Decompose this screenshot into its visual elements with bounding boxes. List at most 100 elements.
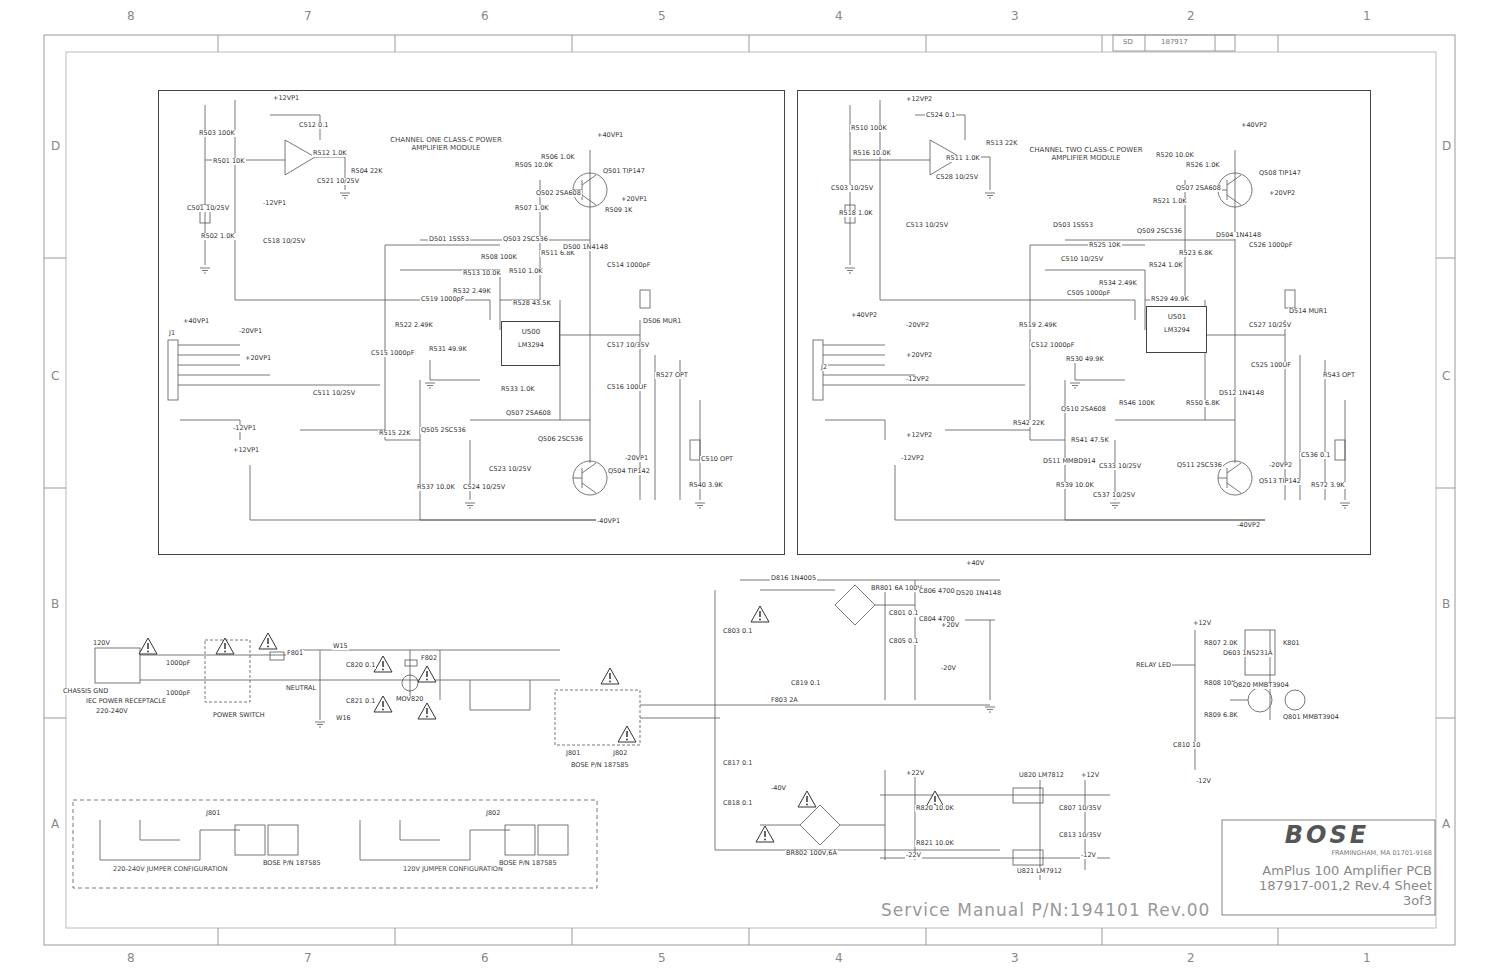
part-label: J1: [168, 330, 176, 337]
schematic-line: [601, 668, 619, 684]
part-label: C524 0.1: [925, 112, 956, 119]
part-label: R543 OPT: [1322, 372, 1356, 379]
part-label: C536 0.1: [1300, 452, 1331, 459]
grid-reference: D: [50, 140, 61, 153]
grid-reference: 5: [657, 952, 667, 965]
schematic-line: [44, 35, 1455, 945]
part-label: C821 0.1: [345, 698, 376, 705]
schematic-line: [374, 656, 392, 672]
schematic-line: [1013, 788, 1043, 803]
part-label: R524 1.0K: [1148, 262, 1184, 269]
part-label: -20VP1: [624, 455, 649, 462]
part-label: R530 49.9K: [1065, 356, 1105, 363]
part-label: +12VP1: [232, 447, 260, 454]
part-label: C526 1000pF: [1248, 242, 1293, 249]
grid-reference: 1: [1362, 952, 1372, 965]
part-label: R807 2.0K: [1203, 640, 1239, 647]
schematic-line: [1013, 850, 1043, 865]
part-label: C517 10/35V: [606, 342, 650, 349]
grid-reference: 8: [126, 952, 136, 965]
part-label: R509 1K: [604, 207, 633, 214]
part-label: R513 10.0K: [462, 270, 502, 277]
part-label: R518 1.0K: [838, 210, 874, 217]
part-label: Q501 TIP147: [602, 168, 646, 175]
part-label: C807 10/35V: [1058, 805, 1102, 812]
part-label: D603 1N5231A: [1222, 650, 1273, 657]
part-label: C805 0.1: [888, 638, 919, 645]
part-label: -40VP1: [596, 518, 621, 525]
schematic-line: [95, 648, 140, 683]
part-label: C519 1000pF: [420, 296, 465, 303]
node-text: 120V JUMPER CONFIGURATION: [403, 866, 583, 873]
part-label: D504 1N4148: [1215, 232, 1262, 239]
schematic-line: [216, 638, 234, 654]
part-label: 220-240V: [95, 708, 129, 715]
node-text: 220-240V JUMPER CONFIGURATION: [113, 866, 313, 873]
part-label: +20V: [940, 622, 960, 629]
schematic-line: [100, 820, 510, 860]
part-label: C511 10/25V: [312, 390, 356, 397]
part-label: R506 1.0K: [540, 154, 576, 161]
part-label: U820 LM7812: [1018, 772, 1065, 779]
part-label: -12V: [1080, 852, 1097, 859]
schematic-line: [374, 696, 392, 712]
part-label: D506 MUR1: [642, 318, 683, 325]
schematic-line: [555, 690, 640, 745]
part-label: +12V: [1080, 772, 1100, 779]
part-label: BR801 6A 100V: [870, 585, 923, 592]
node-text: U500: [505, 328, 557, 336]
schematic-line: [73, 800, 597, 888]
part-label: R532 2.49K: [452, 288, 492, 295]
part-label: C514 1000pF: [606, 262, 651, 269]
part-label: R510 100K: [850, 125, 888, 132]
part-label: R809 6.8K: [1203, 712, 1239, 719]
part-label: SD: [1122, 39, 1134, 46]
part-label: Q510 2SA608: [1060, 406, 1107, 413]
grid-reference: 7: [303, 10, 313, 23]
part-label: R540 3.9K: [688, 482, 724, 489]
part-label: R539 10.0K: [1055, 482, 1095, 489]
schematic-line: [270, 652, 284, 660]
schematic-line: [405, 660, 417, 666]
node-text: CHANNEL TWO CLASS-C POWER AMPLIFIER MODU…: [1021, 146, 1151, 162]
part-label: F803 2A: [770, 697, 799, 704]
part-label: W15: [332, 643, 349, 650]
part-label: R513 22K: [985, 140, 1019, 147]
part-label: Q502 2SA608: [535, 190, 582, 197]
schematic-line: [505, 825, 535, 855]
part-label: C528 10/25V: [935, 174, 979, 181]
grid-reference: C: [1441, 370, 1451, 383]
part-label: R508 100K: [480, 254, 518, 261]
part-label: Q509 2SC536: [1136, 228, 1183, 235]
schematic-line: [835, 585, 875, 625]
part-label: R541 47.5K: [1070, 437, 1110, 444]
part-label: W16: [335, 715, 352, 722]
part-label: D500 1N4148: [562, 244, 609, 251]
part-label: R503 100K: [198, 130, 236, 137]
part-label: -22V: [905, 852, 922, 859]
part-label: R515 22K: [378, 430, 412, 437]
part-label: +40VP2: [850, 312, 878, 319]
part-label: -20V: [940, 665, 957, 672]
part-label: C524 10/25V: [462, 484, 506, 491]
jumper-box: 220-240V JUMPER CONFIGURATION 120V JUMPER…: [73, 800, 597, 888]
part-label: R537 10.0K: [416, 484, 456, 491]
part-label: -12VP1: [232, 425, 257, 432]
part-label: 1000pF: [165, 690, 191, 697]
part-label: +40VP2: [1240, 122, 1268, 129]
part-label: C515 1000pF: [370, 350, 415, 357]
schematic-line: [139, 638, 157, 654]
grid-reference: 5: [657, 10, 667, 23]
schematic-line: [140, 580, 1270, 880]
part-label: Q505 2SC536: [420, 427, 467, 434]
part-label: +12VP2: [905, 432, 933, 439]
node-text: U501: [1150, 313, 1204, 321]
part-label: C510 OPT: [700, 456, 734, 463]
part-label: D503 1SS53: [1052, 222, 1094, 229]
schematic-line: [235, 825, 265, 855]
part-label: +12V: [1192, 620, 1212, 627]
part-label: C525 100UF: [1250, 362, 1292, 369]
part-label: J801: [205, 810, 221, 817]
part-label: D511 MMBD914: [1042, 458, 1097, 465]
part-label: C513 10/25V: [905, 222, 949, 229]
